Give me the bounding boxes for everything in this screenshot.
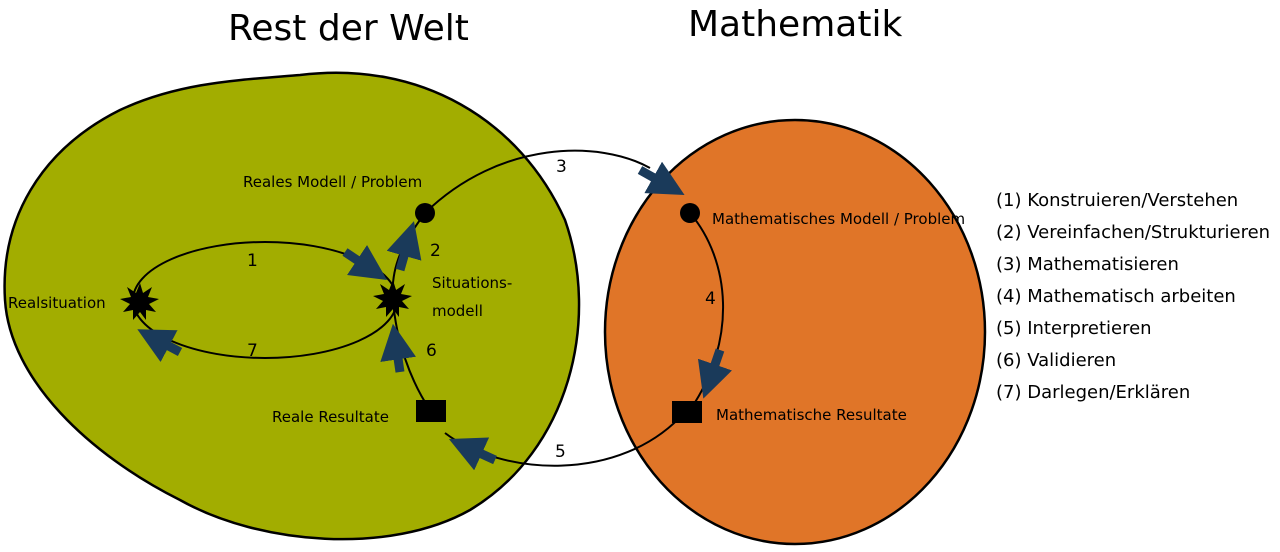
arrow-step-2 [386, 221, 422, 272]
label-math-modell: Mathematisches Modell / Problem [712, 210, 965, 228]
legend-item-3: (3) Mathematisieren [996, 254, 1179, 275]
node-situationsmodell [373, 280, 412, 317]
rest-der-welt-region [3, 71, 581, 541]
legend-item-6: (6) Validieren [996, 350, 1116, 371]
node-reales-modell [415, 203, 435, 223]
legend: (1) Konstruieren/Verstehen (2) Vereinfac… [996, 190, 1270, 403]
node-math-resultate [672, 401, 702, 423]
arrows [137, 161, 733, 471]
arrow-step-1 [342, 245, 387, 280]
step-2: 2 [430, 241, 441, 261]
step-6: 6 [426, 341, 437, 361]
arrow-step-6 [380, 323, 416, 373]
label-realsituation: Realsituation [8, 294, 106, 312]
label-reale-resultate: Reale Resultate [272, 408, 389, 426]
node-math-modell [680, 203, 700, 223]
label-situationsmodell-1: Situations- [432, 274, 512, 292]
step-3: 3 [556, 157, 567, 177]
node-realsituation [120, 283, 159, 320]
arrow-step-3 [637, 161, 685, 196]
legend-item-2: (2) Vereinfachen/Strukturieren [996, 222, 1270, 243]
node-reale-resultate [416, 400, 446, 422]
title-mathematik: Mathematik [688, 4, 902, 45]
arrow-step-7 [137, 329, 183, 363]
legend-item-7: (7) Darlegen/Erklären [996, 382, 1190, 403]
bridge-loop [424, 149, 651, 214]
step-5: 5 [555, 442, 566, 462]
label-reales-modell: Reales Modell / Problem [243, 173, 422, 191]
arrow-step-4 [697, 348, 733, 399]
legend-item-4: (4) Mathematisch arbeiten [996, 286, 1236, 307]
step-1: 1 [247, 251, 258, 271]
title-rest-der-welt: Rest der Welt [228, 8, 469, 49]
legend-item-5: (5) Interpretieren [996, 318, 1152, 339]
label-math-resultate: Mathematische Resultate [716, 406, 907, 424]
legend-item-1: (1) Konstruieren/Verstehen [996, 190, 1238, 211]
arrow-step-5 [448, 437, 497, 471]
label-situationsmodell-2: modell [432, 302, 483, 320]
step-7: 7 [247, 341, 258, 361]
step-4: 4 [705, 289, 716, 309]
